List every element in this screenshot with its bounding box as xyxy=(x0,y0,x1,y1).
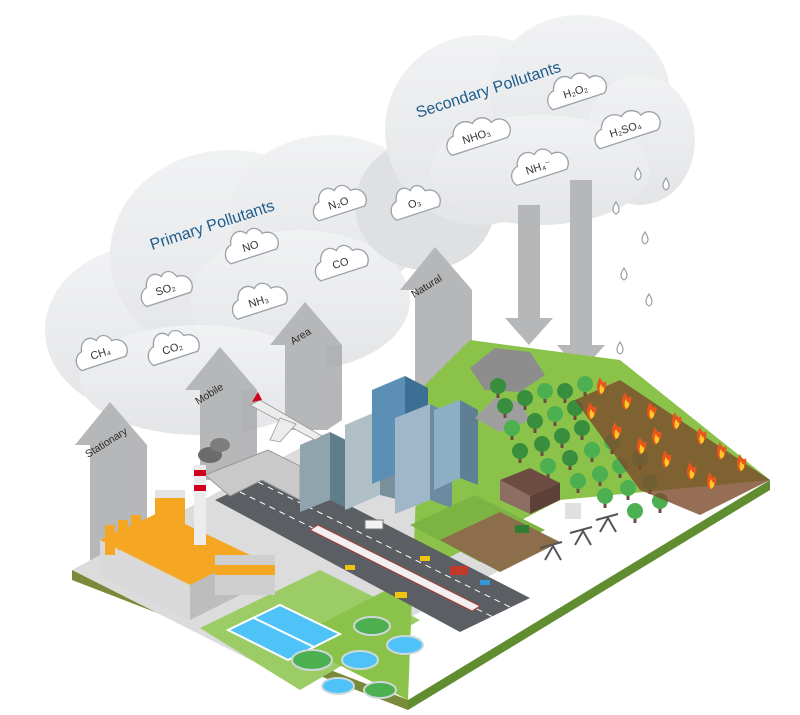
tree-crown xyxy=(627,503,643,519)
fire-core xyxy=(624,399,630,409)
fire-core xyxy=(599,384,605,394)
forest-fire xyxy=(575,377,770,515)
fire-core xyxy=(614,429,620,439)
rocks xyxy=(470,348,545,432)
tree-crown xyxy=(620,480,636,496)
tree-crown xyxy=(497,398,513,414)
tree-crown xyxy=(574,420,590,436)
tree-crown xyxy=(547,406,563,422)
fire-core xyxy=(699,434,705,444)
pollutant-bubble: H₂SO₄ xyxy=(594,110,661,150)
pollutant-label: CO xyxy=(331,256,351,273)
tree-crown xyxy=(597,488,613,504)
fire-core xyxy=(739,461,745,471)
factory xyxy=(100,438,275,620)
pollutant-bubble: CH₄ xyxy=(75,334,128,372)
pollutant-bubble: NH₄⁻ xyxy=(510,148,569,187)
pollutant-label: NH₃ xyxy=(247,293,270,311)
fire-core xyxy=(674,419,680,429)
pollutant-label: SO₂ xyxy=(154,281,177,299)
pollutant-bubble: NH₃ xyxy=(231,282,288,320)
tree-crown xyxy=(504,420,520,436)
tree-crown xyxy=(557,383,573,399)
pollutant-bubble: O₃ xyxy=(390,185,441,221)
arrow-area xyxy=(270,302,342,430)
tree-crown xyxy=(577,376,593,392)
forest xyxy=(490,376,668,523)
fire-core xyxy=(589,409,595,419)
pollutant-bubble: H₂O₂ xyxy=(547,72,608,111)
train xyxy=(308,524,482,612)
tree-crown xyxy=(562,450,578,466)
tree-crown xyxy=(534,436,550,452)
farm-field xyxy=(410,495,560,572)
pollutant-bubble: NO xyxy=(224,227,279,265)
pollutant-bubble: SO₂ xyxy=(140,270,193,308)
arrow-down-2 xyxy=(557,180,605,372)
arrow-mobile xyxy=(185,347,257,480)
fire-core xyxy=(639,444,645,454)
tree-crown xyxy=(537,383,553,399)
deposition-arrows xyxy=(505,180,605,372)
pollutant-bubble: N₂O xyxy=(312,184,367,222)
tree-crown xyxy=(527,413,543,429)
pollutant-bubble: NHO₃ xyxy=(446,117,511,157)
tree-crown xyxy=(512,443,528,459)
pollutant-label: NO xyxy=(241,239,261,256)
tree-crown xyxy=(490,378,506,394)
pollutant-label: O₃ xyxy=(407,196,423,211)
rain-drops xyxy=(612,166,670,355)
fire-core xyxy=(664,457,670,467)
fire-core xyxy=(709,479,715,489)
pollutant-bubble: CO₂ xyxy=(147,329,200,367)
city-buildings xyxy=(300,376,478,514)
tree-crown xyxy=(584,442,600,458)
tree-crown xyxy=(540,458,556,474)
fire-core xyxy=(719,449,725,459)
tree-crown xyxy=(592,466,608,482)
barn xyxy=(500,468,581,519)
tree-crown xyxy=(554,428,570,444)
fire-core xyxy=(654,434,660,444)
tree-crown xyxy=(517,390,533,406)
arrow-down-1 xyxy=(505,205,553,345)
tree-crown xyxy=(570,473,586,489)
oil-pumps xyxy=(539,513,619,561)
water-treatment xyxy=(225,603,424,699)
fire-core xyxy=(689,469,695,479)
airplane xyxy=(249,392,323,443)
fire-core xyxy=(649,409,655,419)
pollutant-bubble: CO xyxy=(314,244,369,282)
